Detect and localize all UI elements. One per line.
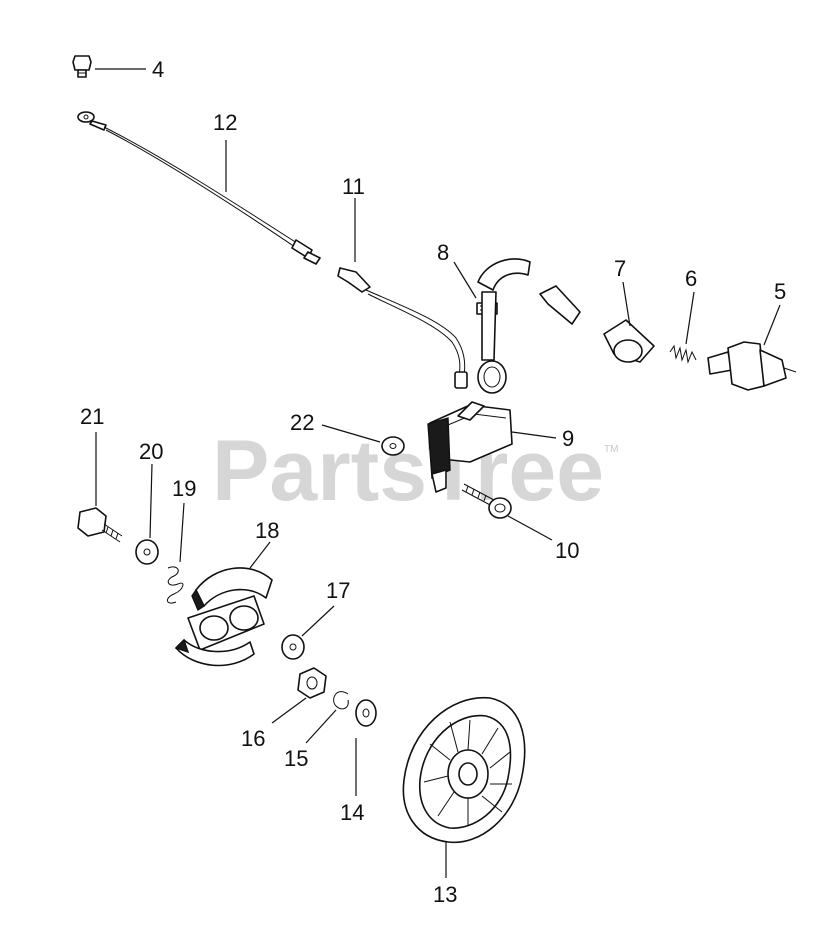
part-12-ground-wire[interactable]: [77, 111, 321, 265]
callout-11: 11: [342, 174, 365, 199]
leader-9: [511, 431, 557, 439]
part-5-spark-plug[interactable]: [707, 341, 797, 391]
leader-19: [179, 502, 185, 563]
callout-9: 9: [562, 426, 574, 451]
callout-15: 15: [284, 746, 308, 771]
leader-10: [507, 515, 553, 541]
callout-8: 8: [437, 240, 449, 265]
part-11-stop-wire[interactable]: [337, 267, 468, 389]
watermark-trademark: TM: [604, 444, 618, 455]
part-16-nut[interactable]: [297, 667, 327, 699]
watermark-text: PartsTree: [212, 423, 604, 519]
part-13-flywheel[interactable]: [402, 696, 526, 844]
part-4-screw[interactable]: [72, 55, 92, 78]
part-22-washer[interactable]: [381, 436, 405, 456]
part-14-washer[interactable]: [355, 699, 377, 727]
leader-17: [301, 605, 335, 637]
callout-7: 7: [614, 256, 626, 281]
leader-16: [271, 697, 307, 724]
callout-20: 20: [139, 439, 163, 464]
leader-18: [249, 541, 271, 569]
callout-12: 12: [213, 110, 237, 135]
callout-22: 22: [290, 410, 314, 435]
callout-17: 17: [326, 578, 350, 603]
callout-19: 19: [172, 476, 196, 501]
leader-5: [763, 304, 781, 346]
part-17-washer[interactable]: [281, 634, 305, 660]
watermark: PartsTree TM: [212, 423, 618, 519]
callout-13: 13: [433, 882, 457, 907]
part-19-clutch-spring[interactable]: [167, 566, 184, 604]
callout-4: 4: [152, 57, 164, 82]
leader-7: [622, 281, 631, 327]
callout-18: 18: [255, 518, 279, 543]
callout-21: 21: [80, 404, 104, 429]
callout-14: 14: [340, 800, 364, 825]
callout-10: 10: [555, 538, 579, 563]
part-15-lock-washer[interactable]: [333, 691, 349, 710]
part-8-plug-lead[interactable]: [476, 258, 581, 361]
part-10-bolt[interactable]: [461, 483, 512, 519]
leader-22: [321, 424, 381, 443]
leader-6: [685, 291, 695, 345]
leader-20: [149, 463, 153, 539]
part-18-clutch[interactable]: [174, 567, 273, 667]
part-9-ignition-coil[interactable]: [427, 360, 513, 493]
part-7-boot[interactable]: [603, 319, 655, 363]
callout-5: 5: [774, 279, 786, 304]
part-21-shoulder-bolt[interactable]: [77, 507, 123, 543]
leader-15: [305, 709, 337, 744]
part-20-washer[interactable]: [135, 539, 159, 565]
part-6-spring[interactable]: [669, 344, 697, 364]
leader-8: [453, 261, 477, 299]
callout-6: 6: [685, 266, 697, 291]
callout-16: 16: [241, 726, 265, 751]
